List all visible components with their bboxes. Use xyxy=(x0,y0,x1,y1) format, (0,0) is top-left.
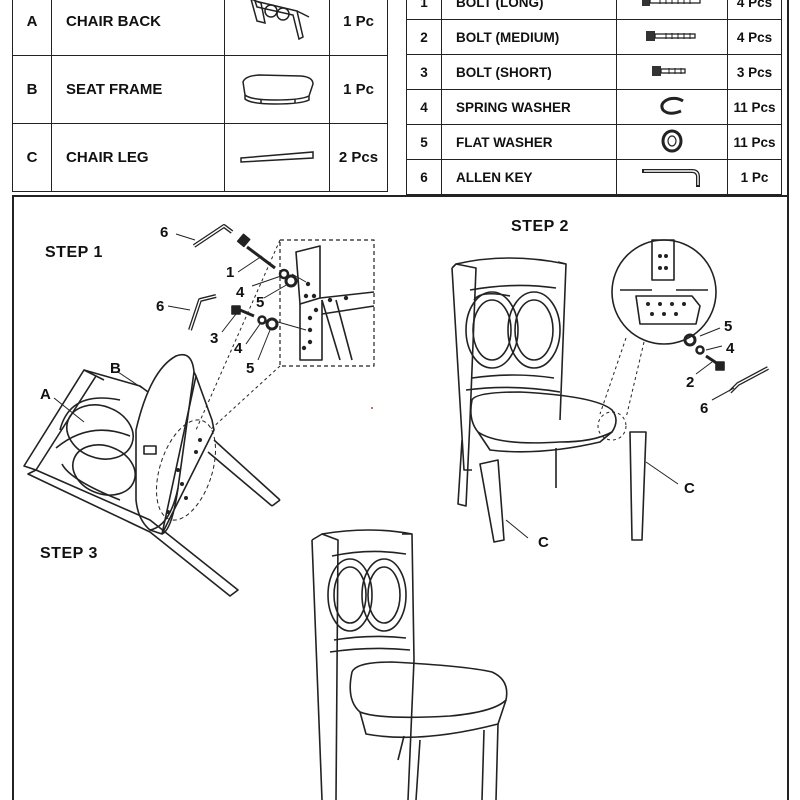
spring-washer-icon xyxy=(660,96,684,115)
hardware-name: FLAT WASHER xyxy=(441,124,617,160)
callout-spring-washer: 4 xyxy=(726,340,735,357)
callout-spring-washer: 4 xyxy=(236,284,245,301)
callout-allen-key: 6 xyxy=(700,400,709,417)
step-3-illustration xyxy=(311,529,508,800)
part-quantity: 1 Pc xyxy=(329,55,388,124)
part-name: CHAIR BACK xyxy=(51,0,225,56)
callout-flat-washer: 5 xyxy=(246,360,255,377)
part-image-cell xyxy=(224,55,330,124)
table-row: A CHAIR BACK 1 Pc xyxy=(12,0,388,56)
hardware-image-cell xyxy=(616,19,728,55)
hardware-quantity: 3 Pcs xyxy=(727,54,782,90)
table-row: 5 FLAT WASHER 11 Pcs xyxy=(406,124,782,160)
callout-allen-key: 6 xyxy=(156,298,165,315)
step-1-illustration xyxy=(23,224,375,597)
hardware-id: 6 xyxy=(406,159,442,195)
step-1-label: STEP 1 xyxy=(45,244,103,261)
table-row: 3 BOLT (SHORT) 3 Pcs xyxy=(406,54,782,90)
parts-list-table: A CHAIR BACK 1 Pc B SEAT FRAME xyxy=(12,0,388,192)
callout-flat-washer: 5 xyxy=(256,294,265,311)
step-2-label: STEP 2 xyxy=(511,218,569,235)
table-row: 1 BOLT (LONG) 4 Pcs xyxy=(406,0,782,20)
callout-medium-bolt: 2 xyxy=(686,374,695,391)
step-2-illustration xyxy=(451,239,769,543)
callout-short-bolt: 3 xyxy=(210,330,219,347)
page-border-right xyxy=(787,0,789,800)
hardware-quantity: 11 Pcs xyxy=(727,89,782,125)
page-border-left xyxy=(12,195,14,800)
flat-washer-icon xyxy=(661,129,683,152)
short-bolt-icon xyxy=(652,65,686,76)
hardware-list-table: 1 BOLT (LONG) 4 Pcs 2 BOLT (MEDIUM) xyxy=(406,0,782,195)
part-id: C xyxy=(12,123,52,192)
step-3-label: STEP 3 xyxy=(40,545,98,562)
part-image-cell xyxy=(224,123,330,192)
callout-chair-leg: C xyxy=(538,534,549,551)
hardware-id: 2 xyxy=(406,19,442,55)
callout-part-b: B xyxy=(110,360,121,377)
part-name: CHAIR LEG xyxy=(51,123,225,192)
hardware-quantity: 11 Pcs xyxy=(727,124,782,160)
medium-bolt-icon xyxy=(646,30,696,41)
hardware-name: ALLEN KEY xyxy=(441,159,617,195)
table-row: 6 ALLEN KEY 1 Pc xyxy=(406,159,782,195)
callout-part-a: A xyxy=(40,386,51,403)
callout-chair-leg: C xyxy=(684,480,695,497)
callout-flat-washer: 5 xyxy=(724,318,733,335)
hardware-quantity: 1 Pc xyxy=(727,159,782,195)
callout-long-bolt: 1 xyxy=(226,264,235,281)
hardware-id: 3 xyxy=(406,54,442,90)
chair-leg-icon xyxy=(240,150,314,163)
section-divider xyxy=(12,195,788,197)
callout-spring-washer: 4 xyxy=(234,340,243,357)
part-quantity: 2 Pcs xyxy=(329,123,388,192)
long-bolt-icon xyxy=(642,0,701,6)
allen-key-icon xyxy=(642,168,700,187)
hardware-image-cell xyxy=(616,54,728,90)
callout-allen-key: 6 xyxy=(160,224,169,241)
hardware-name: SPRING WASHER xyxy=(441,89,617,125)
table-row: C CHAIR LEG 2 Pcs xyxy=(12,123,388,192)
table-row: B SEAT FRAME 1 Pc xyxy=(12,55,388,124)
part-id: A xyxy=(12,0,52,56)
seat-frame-icon xyxy=(242,73,314,105)
chair-back-icon xyxy=(250,0,310,40)
